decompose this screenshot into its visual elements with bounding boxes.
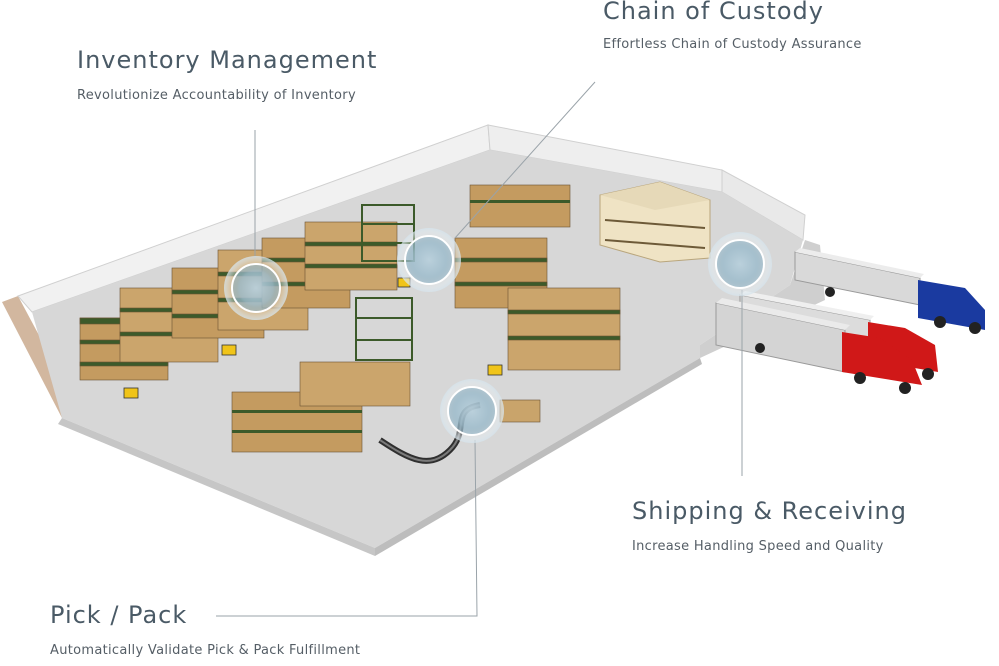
hotspot-marker-icon	[708, 232, 772, 296]
hotspot-marker-icon	[397, 228, 461, 292]
empty-racks	[355, 204, 415, 361]
callout-subtitle: Revolutionize Accountability of Inventor…	[77, 88, 356, 103]
rack-row-6	[304, 221, 398, 291]
callout-title: Shipping & Receiving	[632, 497, 907, 525]
hotspot-marker-icon	[224, 256, 288, 320]
callout-subtitle: Automatically Validate Pick & Pack Fulfi…	[50, 643, 361, 658]
front-edge-right	[375, 358, 702, 556]
truck-icon	[715, 248, 985, 394]
rack-row-2	[119, 287, 219, 363]
callout-title: Chain of Custody	[603, 0, 824, 25]
building-shell	[2, 124, 825, 556]
callout-title: Inventory Management	[77, 46, 378, 74]
leader-custody	[454, 81, 596, 239]
callout-pick-pack[interactable]: Pick / Pack Automatically Validate Pick …	[50, 601, 360, 658]
callout-shipping-receiving[interactable]: Shipping & Receiving Increase Handling S…	[632, 497, 907, 554]
rack-rows-left	[79, 221, 398, 381]
rack-right	[507, 287, 621, 371]
leader-pick	[216, 439, 478, 617]
hotspot-marker-icon	[440, 379, 504, 443]
warehouse-floor	[32, 150, 803, 548]
callout-subtitle: Effortless Chain of Custody Assurance	[603, 37, 862, 52]
callout-chain-of-custody[interactable]: Chain of Custody Effortless Chain of Cus…	[603, 0, 862, 52]
callout-inventory-management[interactable]: Inventory Management Revolutionize Accou…	[77, 46, 377, 103]
front-edge	[58, 418, 375, 556]
hotspot-markers	[224, 228, 772, 443]
mezzanine-area	[469, 181, 711, 263]
callout-subtitle: Increase Handling Speed and Quality	[632, 539, 884, 554]
callout-title: Pick / Pack	[50, 601, 188, 629]
leader-lines	[216, 81, 743, 617]
